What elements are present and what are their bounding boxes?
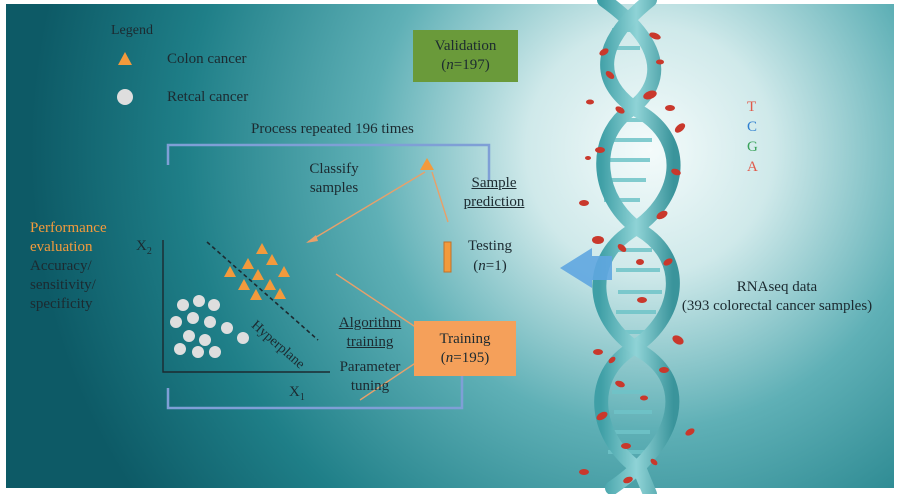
x-axis-label: X1 bbox=[289, 384, 305, 403]
loop-bracket-bottom bbox=[166, 375, 464, 410]
classify-arrow bbox=[307, 171, 426, 243]
tuning-link bbox=[359, 359, 421, 401]
training-box: Training (n=195) bbox=[414, 321, 516, 376]
rectal-cancer-cluster bbox=[170, 295, 249, 358]
legend-label-rectal-cancer: Retcal cancer bbox=[167, 89, 249, 105]
nucleotide-a: A bbox=[747, 159, 758, 175]
prediction-triangle bbox=[420, 158, 434, 170]
performance-evaluation: Performance evaluation Accuracy/ sensiti… bbox=[30, 219, 107, 314]
training-link bbox=[335, 273, 421, 331]
red-blood-cells bbox=[579, 32, 695, 484]
metric-sensitivity: sensitivity/ bbox=[30, 277, 96, 293]
colon-cancer-cluster bbox=[224, 243, 290, 300]
y-axis-label: X2 bbox=[136, 238, 152, 257]
nucleotide-c: C bbox=[747, 119, 758, 135]
legend-label-colon-cancer: Colon cancer bbox=[167, 51, 247, 67]
validation-box: Validation (n=197) bbox=[413, 30, 518, 82]
dna-helix bbox=[592, 0, 681, 494]
algorithm-training-label: Algorithm training bbox=[338, 315, 402, 350]
metric-accuracy: Accuracy/ bbox=[30, 258, 92, 274]
metric-specificity: specificity bbox=[30, 296, 93, 312]
loop-bracket-top bbox=[166, 143, 491, 180]
legend-circle-marker bbox=[117, 89, 133, 105]
parameter-tuning-label: Parameter tuning bbox=[339, 359, 401, 394]
testing-sample-bar bbox=[443, 241, 452, 273]
plot-axes bbox=[162, 240, 330, 373]
hyperplane-line bbox=[206, 241, 319, 341]
testing-label: Testing (n=1) bbox=[468, 238, 512, 274]
validation-count: (n=197) bbox=[441, 57, 490, 73]
loop-caption: Process repeated 196 times bbox=[251, 121, 414, 137]
training-title: Training bbox=[439, 330, 491, 347]
nucleotide-t: T bbox=[747, 99, 757, 115]
dna-strand-b bbox=[592, 0, 681, 494]
nucleotide-g: G bbox=[747, 139, 758, 155]
performance-heading-2: evaluation bbox=[30, 239, 93, 255]
legend-triangle-marker bbox=[118, 52, 132, 65]
validation-title: Validation bbox=[434, 38, 497, 54]
classify-label: Classify samples bbox=[309, 161, 359, 196]
rnaseq-label: RNAseq data (393 colorectal cancer sampl… bbox=[681, 279, 873, 314]
data-flow-arrow bbox=[560, 248, 612, 288]
sample-prediction-label: Sample prediction bbox=[463, 175, 525, 210]
prediction-line bbox=[431, 171, 449, 223]
legend-title: Legend bbox=[111, 23, 153, 38]
performance-heading-1: Performance bbox=[30, 220, 107, 236]
training-count: (n=195) bbox=[440, 349, 490, 366]
classify-arrowhead bbox=[306, 235, 318, 243]
